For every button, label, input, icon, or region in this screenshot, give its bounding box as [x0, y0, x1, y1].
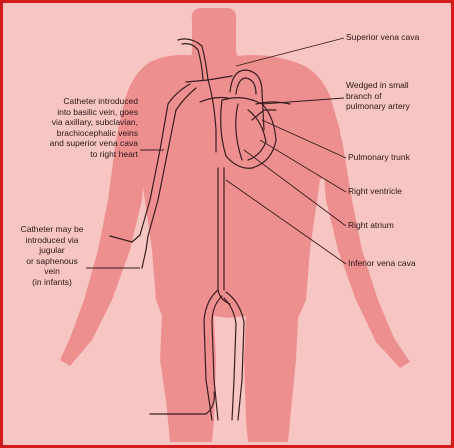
label-basilic-line5: and superior vena cava [18, 138, 138, 149]
label-basilic-line1: Catheter introduced [18, 96, 138, 107]
brachial-to-wrist-2 [142, 236, 148, 268]
right-arm [322, 96, 410, 368]
label-jugular-line5: vein [14, 266, 90, 277]
label-jugular-line6: (in infants) [14, 277, 90, 288]
label-basilic-line6: to right heart [18, 149, 138, 160]
label-right-atrium: Right atrium [348, 220, 394, 231]
label-jugular-line3: jugular [14, 245, 90, 256]
label-wedged-line3: pulmonary artery [346, 101, 410, 112]
label-basilic-line3: via axillary, subclavian, [18, 117, 138, 128]
label-basilic-line4: brachiocephalic veins [18, 128, 138, 139]
left-leg [160, 316, 216, 442]
label-jugular-line4: or saphenous [14, 256, 90, 267]
label-inferior-vena-cava: Inferior vena cava [348, 258, 416, 269]
label-right-ventricle: Right ventricle [348, 186, 402, 197]
label-jugular-line2: introduced via [14, 235, 90, 246]
label-jugular-line1: Catheter may be [14, 224, 90, 235]
label-basilic-group: Catheter introduced into basilic vein, g… [18, 96, 138, 159]
right-leg [244, 316, 298, 442]
head-neck [190, 8, 244, 62]
label-wedged-line2: branch of [346, 91, 410, 102]
label-basilic-line2: into basilic vein, goes [18, 107, 138, 118]
torso [118, 55, 340, 322]
label-wedged-group: Wedged in small branch of pulmonary arte… [346, 80, 410, 112]
label-superior-vena-cava: Superior vena cava [346, 32, 419, 43]
label-jugular-group: Catheter may be introduced via jugular o… [14, 224, 90, 287]
label-pulmonary-trunk: Pulmonary trunk [348, 152, 410, 163]
label-wedged-line1: Wedged in small [346, 80, 410, 91]
